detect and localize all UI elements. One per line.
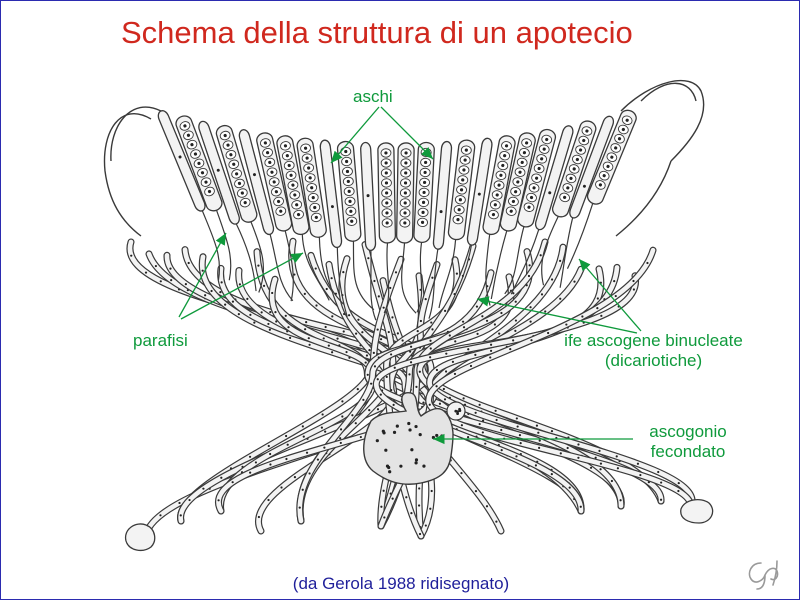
fertilized-ascogonium: [363, 392, 466, 485]
terminal-cells: [124, 498, 714, 552]
signature-logo: [748, 560, 779, 590]
label-ife-line2: (dicariotiche): [604, 351, 703, 370]
label-aschi: aschi: [353, 87, 393, 106]
source-caption: (da Gerola 1988 ridisegnato): [292, 574, 510, 593]
label-ife-line1: ife ascogene binucleate: [564, 331, 743, 350]
hymenium-layer: [157, 109, 637, 321]
label-ife-ascogene: ife ascogene binucleate (dicariotiche): [546, 331, 761, 371]
label-ascogonio-line1: ascogonio: [649, 422, 727, 441]
label-ascogonio-line2: fecondato: [650, 442, 726, 461]
rim-hyphae: [103, 79, 705, 237]
page-title: Schema della struttura di un apotecio: [121, 15, 633, 50]
annotation-arrows: [178, 106, 642, 445]
label-ascogonio: ascogonio fecondato: [633, 422, 743, 462]
hyphae-network: [126, 237, 696, 540]
label-parafisi: parafisi: [133, 331, 188, 350]
